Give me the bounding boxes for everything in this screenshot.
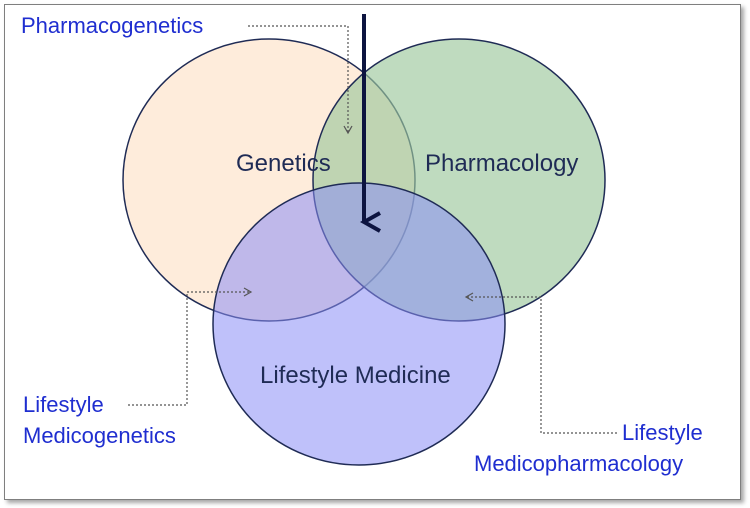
lifestyle-medicogenetics-line1: Lifestyle — [23, 392, 104, 417]
lifestyle-medicopharmacology-line1: Lifestyle — [622, 420, 703, 445]
lifestyle-medicopharmacology-connector — [464, 292, 617, 434]
genetics-label: Genetics — [236, 150, 331, 177]
lifestyle-medicogenetics-connector — [128, 287, 253, 406]
lifestyle-medicopharmacology-line2: Medicopharmacology — [474, 451, 683, 476]
lifestyle-medicine-label: Lifestyle Medicine — [260, 362, 451, 389]
lifestyle-medicine-circle — [212, 182, 506, 466]
pharmacogenetics-callout: Pharmacogenetics — [21, 13, 203, 38]
pharmacology-label: Pharmacology — [425, 150, 578, 177]
lifestyle-medicogenetics-line2: Medicogenetics — [23, 423, 176, 448]
pharmacogenetics-connector — [248, 25, 353, 135]
